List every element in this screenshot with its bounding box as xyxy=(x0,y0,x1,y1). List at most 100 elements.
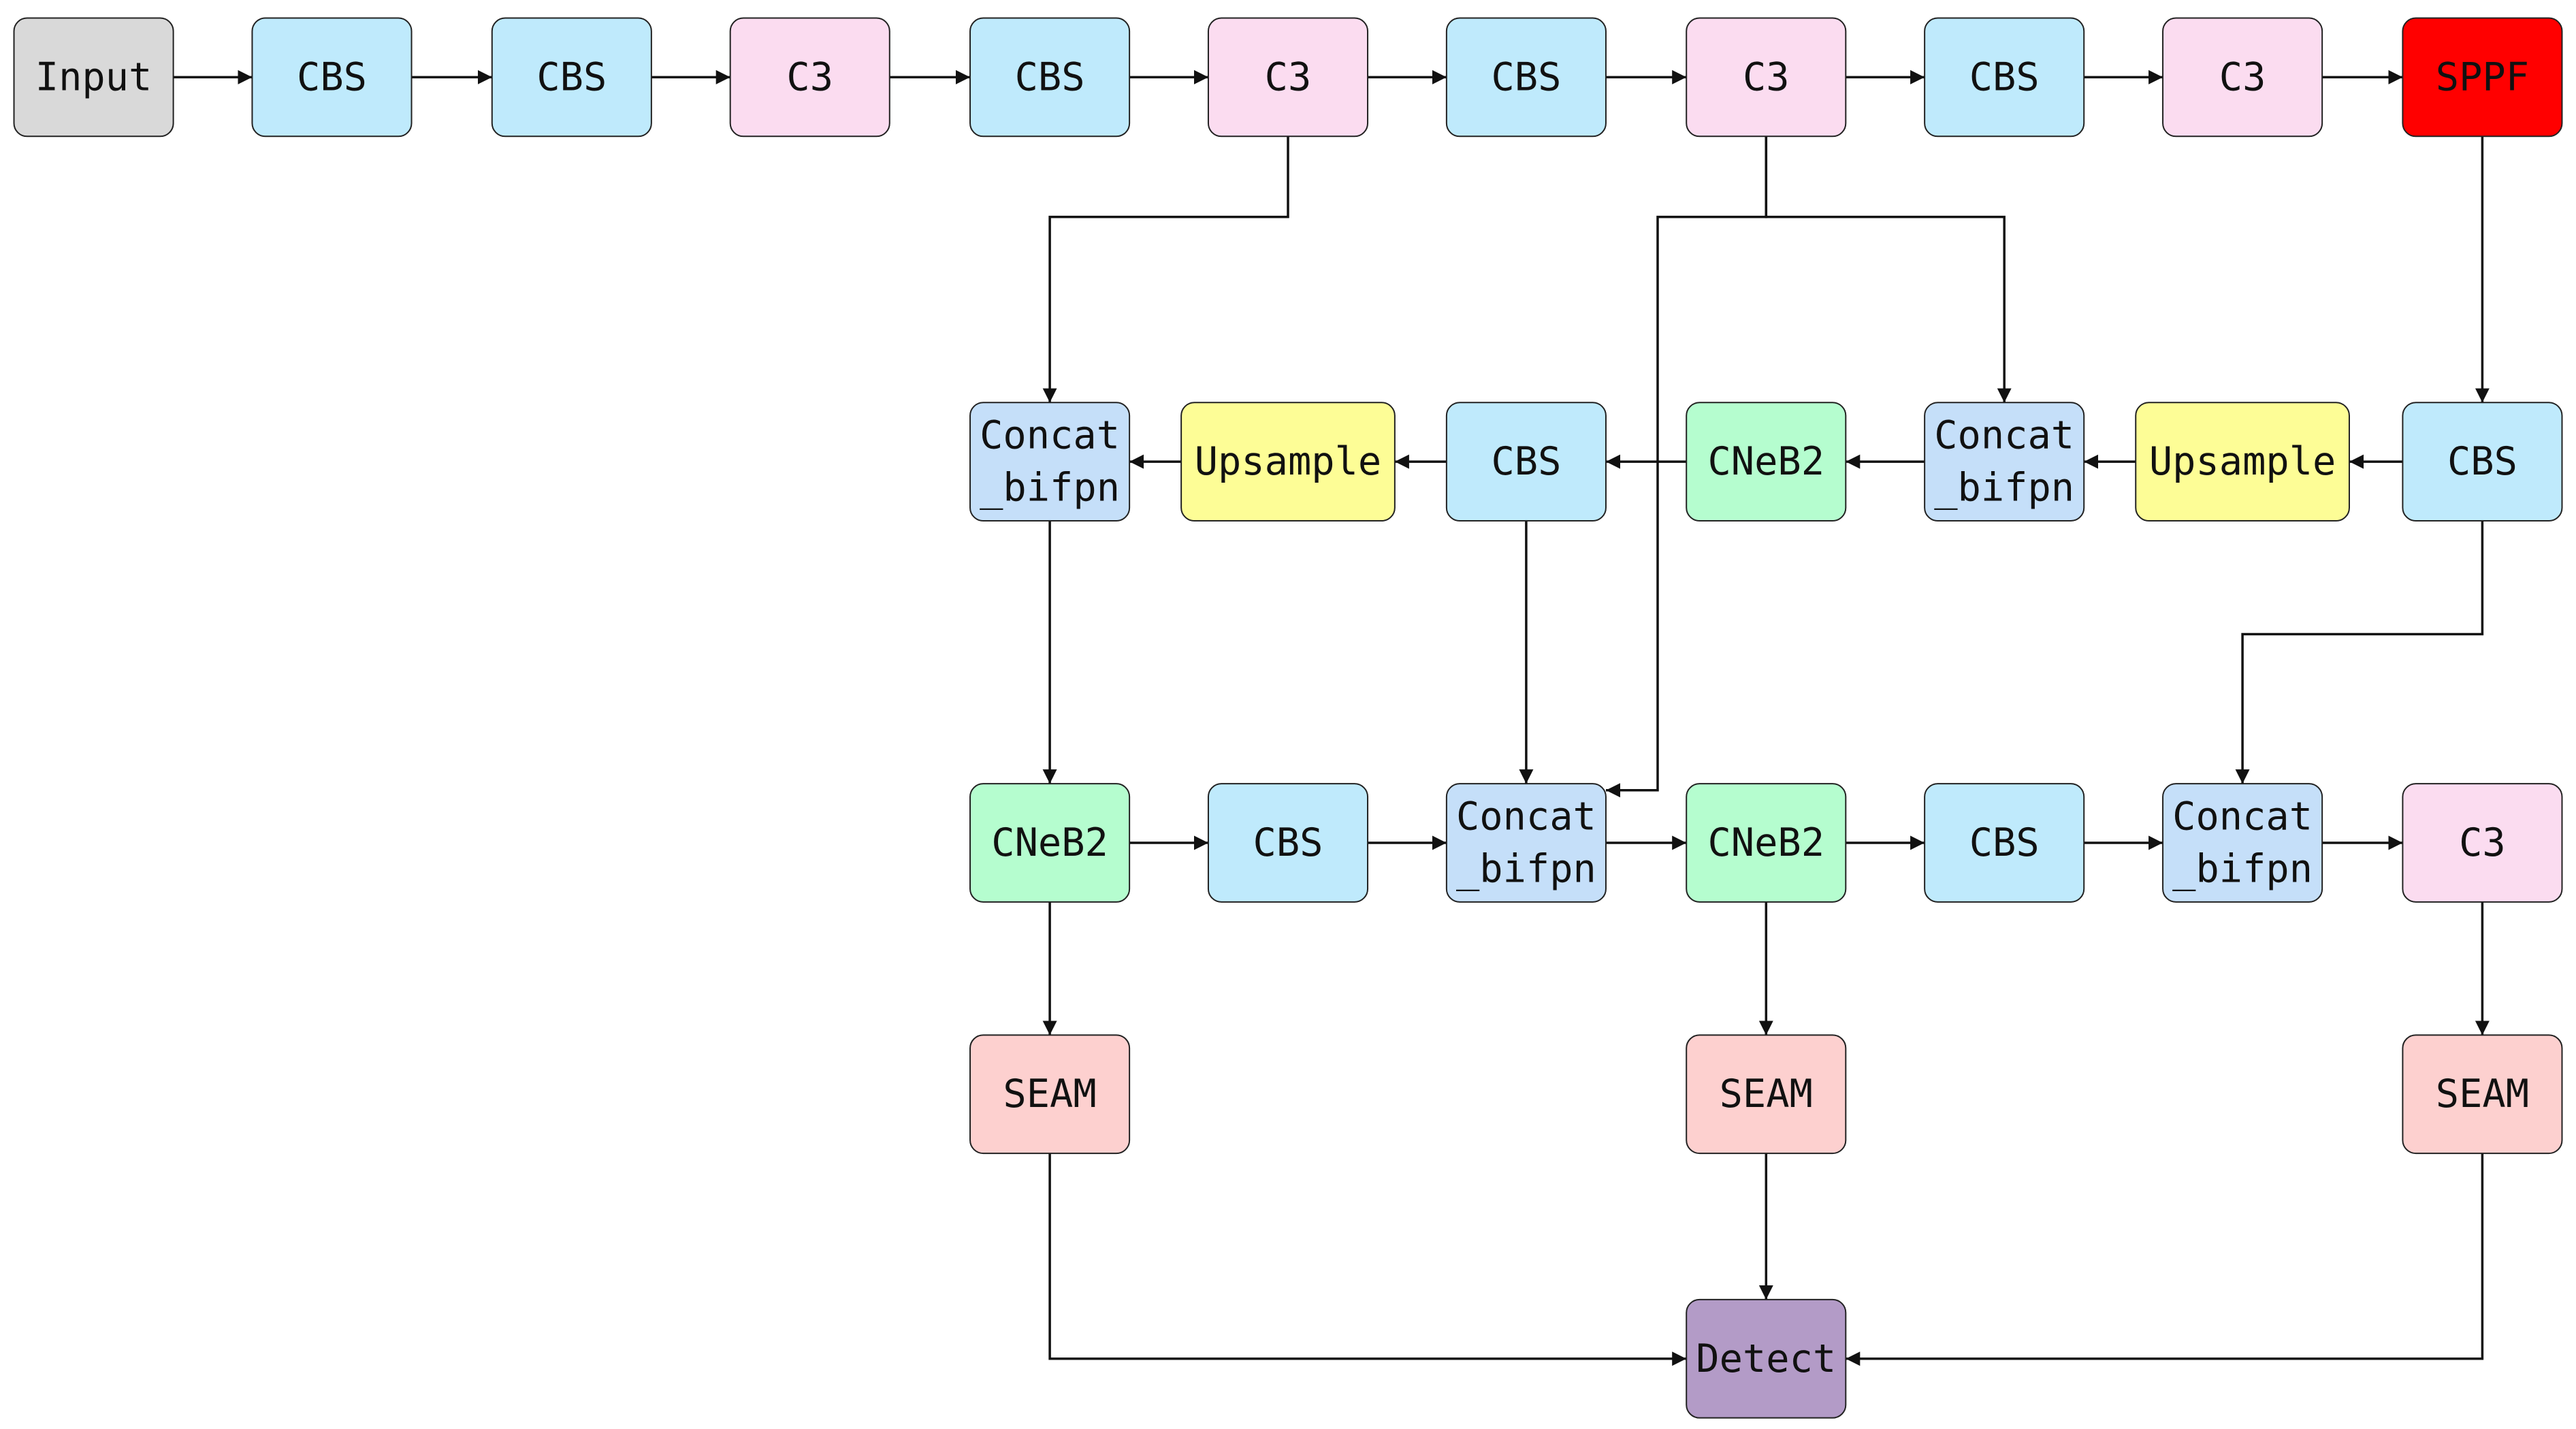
block-seam2: SEAM xyxy=(1686,1034,1847,1155)
block-label: CBS xyxy=(1491,54,1561,99)
block-box xyxy=(1207,783,1369,903)
block-box xyxy=(1445,17,1607,138)
block-box xyxy=(1924,17,2085,138)
block-box xyxy=(969,1034,1131,1155)
block-c3a: C3 xyxy=(729,17,890,138)
block-box xyxy=(2402,17,2563,138)
block-box xyxy=(2402,402,2563,522)
connections xyxy=(173,69,2490,1366)
arrow-c3c-to-concat3 xyxy=(1606,136,1768,798)
block-box xyxy=(1686,1298,1847,1419)
block-label: C3 xyxy=(2219,54,2266,99)
block-concat2: Concat _bifpn xyxy=(1924,402,2085,522)
block-box xyxy=(729,17,890,138)
block-box xyxy=(969,783,1131,903)
block-up1: Upsample xyxy=(1180,402,1396,522)
block-box xyxy=(1686,1034,1847,1155)
block-box xyxy=(1445,783,1607,903)
block-c3e: C3 xyxy=(2402,783,2563,903)
block-cneb2: CNeB2 xyxy=(969,783,1131,903)
block-c3d: C3 xyxy=(2162,17,2323,138)
block-label: Concat xyxy=(1456,794,1596,839)
block-box xyxy=(1924,783,2085,903)
block-concat1: Concat _bifpn xyxy=(969,402,1131,522)
block-seam1: SEAM xyxy=(969,1034,1131,1155)
block-cbs2: CBS xyxy=(491,17,652,138)
arrow-c3c-to-concat2 xyxy=(1765,136,2012,403)
block-box xyxy=(2135,402,2350,522)
block-label: CBS xyxy=(1253,820,1323,865)
block-cbs5: CBS xyxy=(1924,17,2085,138)
block-cbs7: CBS xyxy=(2402,402,2563,522)
block-label: CBS xyxy=(536,54,607,99)
block-concat4: Concat _bifpn xyxy=(2162,783,2323,903)
block-label: CBS xyxy=(1969,820,2040,865)
block-label: SEAM xyxy=(2436,1072,2529,1117)
block-label: _bifpn xyxy=(1456,847,1596,892)
block-box xyxy=(251,17,413,138)
block-c3b: C3 xyxy=(1207,17,1369,138)
block-sppf: SPPF xyxy=(2402,17,2563,138)
block-label: CBS xyxy=(1969,54,2040,99)
block-box xyxy=(1686,17,1847,138)
arrow-seam3-to-detect xyxy=(1846,1153,2484,1366)
block-label: CNeB2 xyxy=(1707,439,1824,484)
block-label: CNeB2 xyxy=(1707,820,1824,865)
block-label: Concat xyxy=(1934,413,2074,458)
block-label: SPPF xyxy=(2436,54,2529,99)
block-label: SEAM xyxy=(1003,1072,1096,1117)
arrow-cbs7-to-concat4 xyxy=(2235,521,2484,784)
block-label: _bifpn xyxy=(980,466,1120,511)
block-label: _bifpn xyxy=(1934,466,2074,511)
block-label: CBS xyxy=(1491,439,1561,484)
arrow-c3b-to-concat1 xyxy=(1042,136,1289,403)
block-label: CNeB2 xyxy=(991,820,1108,865)
block-label: CBS xyxy=(297,54,367,99)
block-cneb1: CNeB2 xyxy=(1686,402,1847,522)
block-seam3: SEAM xyxy=(2402,1034,2563,1155)
block-label: SEAM xyxy=(1720,1072,1813,1117)
block-cbs1: CBS xyxy=(251,17,413,138)
block-box xyxy=(2162,783,2323,903)
block-box xyxy=(1207,17,1369,138)
block-cneb3: CNeB2 xyxy=(1686,783,1847,903)
block-cbs3: CBS xyxy=(969,17,1131,138)
block-box xyxy=(2402,1034,2563,1155)
block-label: C3 xyxy=(1743,54,1790,99)
block-cbs4: CBS xyxy=(1445,17,1607,138)
block-label: Upsample xyxy=(1195,439,1382,484)
block-input: Input xyxy=(13,17,174,138)
arrow-seam1-to-detect xyxy=(1048,1153,1687,1366)
block-box xyxy=(1180,402,1396,522)
block-label: CBS xyxy=(1015,54,1085,99)
block-detect: Detect xyxy=(1686,1298,1847,1419)
block-label: C3 xyxy=(786,54,833,99)
block-box xyxy=(1924,402,2085,522)
block-box xyxy=(1445,402,1607,522)
block-box xyxy=(13,17,174,138)
block-box xyxy=(491,17,652,138)
block-cbs9: CBS xyxy=(1924,783,2085,903)
block-box xyxy=(1686,402,1847,522)
block-label: Concat xyxy=(980,413,1120,458)
block-box xyxy=(2402,783,2563,903)
block-concat3: Concat _bifpn xyxy=(1445,783,1607,903)
block-cbs6: CBS xyxy=(1445,402,1607,522)
block-box xyxy=(969,17,1131,138)
block-label: C3 xyxy=(1265,54,1312,99)
block-up2: Upsample xyxy=(2135,402,2350,522)
block-box xyxy=(2162,17,2323,138)
block-label: Upsample xyxy=(2149,439,2336,484)
block-label: _bifpn xyxy=(2172,847,2313,892)
block-label: Input xyxy=(35,54,152,99)
block-label: CBS xyxy=(2447,439,2517,484)
block-cbs8: CBS xyxy=(1207,783,1369,903)
block-box xyxy=(1686,783,1847,903)
block-c3c: C3 xyxy=(1686,17,1847,138)
block-box xyxy=(969,402,1131,522)
block-label: Detect xyxy=(1696,1336,1836,1381)
block-label: Concat xyxy=(2172,794,2313,839)
block-label: C3 xyxy=(2459,820,2506,865)
